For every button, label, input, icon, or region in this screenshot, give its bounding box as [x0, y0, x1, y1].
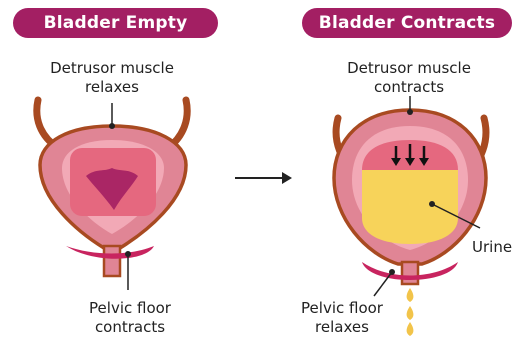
detrusor-leader-dot: [407, 109, 413, 115]
pelvic-label-left: Pelvic floor contracts: [60, 299, 200, 337]
urethra: [104, 246, 120, 276]
transition-arrow-icon: [235, 172, 292, 184]
urine-fill: [362, 170, 458, 244]
urine-label: Urine: [472, 238, 520, 257]
urethra: [402, 262, 418, 284]
pelvic-label-right: Pelvic floor relaxes: [282, 299, 402, 337]
contracting-bladder-title: Bladder Contracts: [302, 8, 512, 38]
urine-drops-icon: [407, 288, 414, 336]
compression-arrows-icon: [391, 144, 429, 166]
detrusor-label-line1: Detrusor muscle: [37, 59, 187, 78]
pelvic-leader-dot: [389, 269, 395, 275]
detrusor-label-left: Detrusor muscle relaxes: [37, 59, 187, 97]
pelvic-label-line2: contracts: [60, 318, 200, 337]
detrusor-label-line2: relaxes: [37, 78, 187, 97]
pelvic-leader-dot: [125, 251, 131, 257]
pelvic-label-line2: relaxes: [282, 318, 402, 337]
pelvic-label-line1: Pelvic floor: [60, 299, 200, 318]
empty-bladder: [37, 100, 187, 290]
detrusor-leader-dot: [109, 123, 115, 129]
detrusor-label-line1: Detrusor muscle: [334, 59, 484, 78]
empty-bladder-title: Bladder Empty: [13, 8, 218, 38]
urine-leader-dot: [429, 201, 435, 207]
detrusor-label-line2: contracts: [334, 78, 484, 97]
detrusor-label-right: Detrusor muscle contracts: [334, 59, 484, 97]
pelvic-label-line1: Pelvic floor: [282, 299, 402, 318]
